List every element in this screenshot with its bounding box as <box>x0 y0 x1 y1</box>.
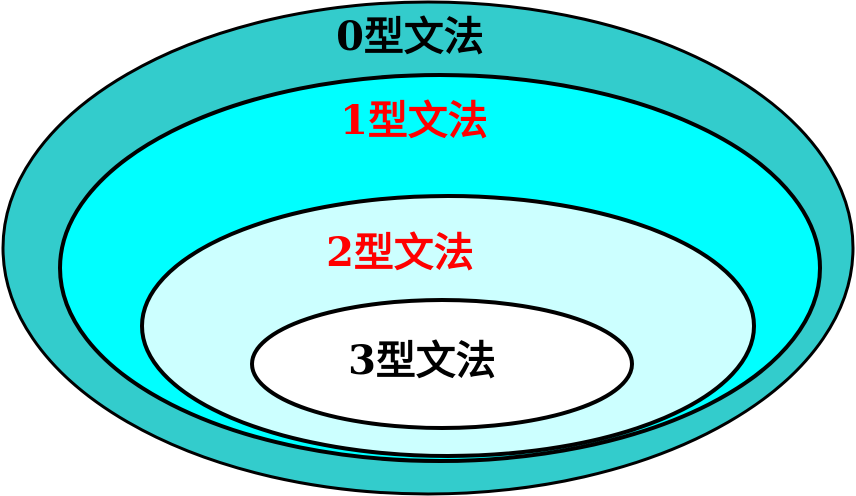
grammar-type-1-label: 1型文法 <box>340 97 488 144</box>
grammar-type-0-label: 0型文法 <box>336 13 484 60</box>
grammar-type-3-label: 3型文法 <box>348 337 496 384</box>
grammar-type-2-label: 2型文法 <box>326 229 474 276</box>
grammar-type-3-region <box>250 298 634 430</box>
